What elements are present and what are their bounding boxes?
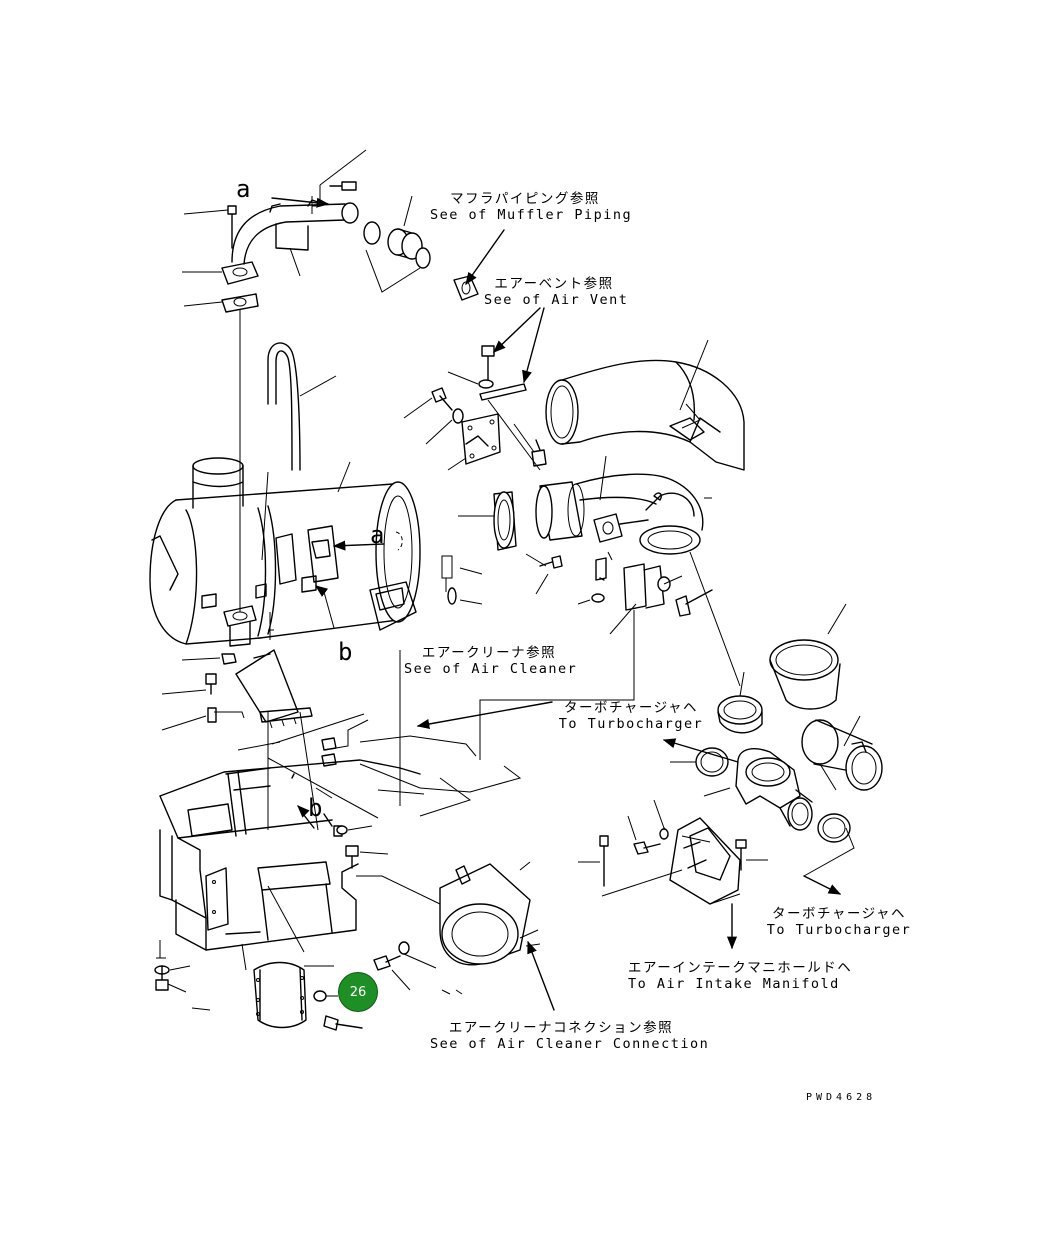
air-cleaner-label: エアークリーナ参照 See of Air Cleaner [404,645,578,677]
air-cleaner-connection-label-en: See of Air Cleaner Connection [430,1036,710,1052]
intake-duct-group [545,339,745,471]
view-marker-b-mid: b [308,794,323,822]
view-marker-a-mid: a [370,521,385,549]
air-vent-label-en: See of Air Vent [484,292,629,308]
view-marker-a-top: a [236,175,251,203]
to-turbocharger-label-lower-en: To Turbocharger [766,922,912,938]
view-marker-b-left: b [338,638,353,666]
exhaust-elbow-group [182,149,367,313]
air-vent-label: エアーベント参照 See of Air Vent [484,276,629,308]
air-cleaner-connection [356,861,555,1011]
drawing-code: PWD4628 [806,1092,877,1103]
to-air-intake-manifold-label: エアーインテークマニホールドヘ To Air Intake Manifold [628,960,853,992]
muffler-piping-label: マフラパイピング参照 See of Muffler Piping [430,191,633,223]
air-cleaner-label-jp: エアークリーナ参照 [421,645,557,661]
air-cleaner-body [149,310,421,647]
air-cleaner-label-en: See of Air Cleaner [404,661,578,677]
muffler-clamp-group [363,195,505,301]
to-turbocharger-label-upper-jp: ターボチャージャヘ [564,700,698,716]
air-vent-group [403,307,545,471]
air-vent-label-jp: エアーベント参照 [494,276,614,292]
to-turbocharger-label-lower-jp: ターボチャージャヘ [772,906,906,922]
muffler-piping-label-en: See of Muffler Piping [430,207,633,223]
to-air-intake-manifold-label-en: To Air Intake Manifold [628,976,840,992]
muffler-piping-label-jp: マフラパイピング参照 [450,191,600,207]
to-turbocharger-label-upper-en: To Turbocharger [558,716,704,732]
to-turbocharger-label-lower: ターボチャージャヘ To Turbocharger [764,906,914,938]
to-air-intake-manifold-label-jp: エアーインテークマニホールドヘ [628,960,853,976]
to-turbocharger-label-upper: ターボチャージャヘ To Turbocharger [556,700,706,732]
turbo-duct-group [662,551,883,895]
part-callout-26[interactable]: 26 [338,972,378,1012]
support-frame-group [156,610,635,971]
air-cleaner-connection-label: エアークリーナコネクション参照 See of Air Cleaner Conne… [430,1020,710,1052]
lower-fastener-group [154,649,463,1031]
elbow-connection-group [441,423,713,635]
manifold-bracket-group [578,799,768,950]
air-cleaner-connection-label-jp: エアークリーナコネクション参照 [448,1020,674,1036]
